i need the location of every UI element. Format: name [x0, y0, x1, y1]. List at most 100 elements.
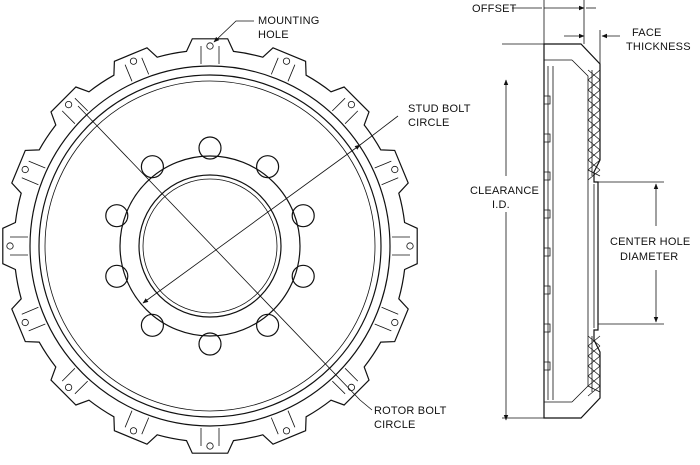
- lug-notch-line: [61, 110, 76, 124]
- mounting-hole: [406, 242, 414, 250]
- offset-label: OFFSET: [472, 3, 517, 15]
- face-thickness-label-line1: FACE: [632, 27, 662, 39]
- lug-notch-line: [28, 160, 46, 169]
- lug-notch-line: [374, 323, 392, 332]
- stud-hole: [140, 313, 164, 337]
- stud-hole: [256, 313, 280, 337]
- lug-notch-line: [344, 110, 359, 124]
- clearance-id-label: CLEARANCE I.D.: [470, 185, 539, 211]
- lug-notch-line: [124, 64, 133, 82]
- stud-hole: [105, 204, 129, 228]
- mounting-hole-label-line1: MOUNTING: [258, 15, 319, 27]
- lug-notch-line: [332, 97, 346, 112]
- lug-notch-line: [21, 306, 39, 315]
- stud-bolt-circle-label: STUD BOLT CIRCLE: [408, 103, 471, 129]
- face-inner-line: [591, 70, 595, 392]
- lug-notch-line: [381, 306, 399, 315]
- rotor-bolt-circle-label-line2: CIRCLE: [374, 419, 416, 431]
- mounting-hole: [391, 165, 399, 174]
- face-thickness-label: FACE THICKNESS: [626, 27, 691, 53]
- hatch-line: [587, 139, 601, 151]
- rotor-bolt-circle-label: ROTOR BOLT CIRCLE: [374, 405, 447, 431]
- outer-flange-outline: [2, 38, 418, 454]
- rotor-bolt-leader: [359, 399, 373, 411]
- hatch-line: [587, 355, 601, 367]
- lug-notch-line: [332, 380, 346, 395]
- lug-notch-line: [124, 410, 133, 428]
- stud-hole: [291, 204, 315, 228]
- hat-wall-lines: [544, 59, 589, 403]
- face-thickness-label-line2: THICKNESS: [626, 41, 691, 53]
- lug-notch-line: [270, 57, 279, 75]
- lug-notch-line: [74, 97, 88, 112]
- rotor-inner-ring: [44, 80, 376, 412]
- wall-ridges: [544, 95, 551, 371]
- mounting-hole: [21, 165, 29, 174]
- stud-bolt-diameter-line: [142, 144, 361, 304]
- mounting-hole: [347, 101, 355, 109]
- hatch-line: [587, 169, 601, 177]
- mounting-hole-label: MOUNTING HOLE: [258, 15, 319, 41]
- hatch-line: [587, 169, 601, 181]
- hatch-line: [587, 89, 601, 101]
- front-view: [2, 20, 418, 454]
- stud-hole: [105, 264, 129, 288]
- mounting-hole: [129, 57, 138, 65]
- center-hole-label-line2: DIAMETER: [620, 251, 678, 263]
- hatch-line: [587, 385, 601, 393]
- hatch-line: [587, 129, 601, 141]
- hatch-line: [587, 365, 601, 377]
- stud-holes: [105, 136, 315, 356]
- lug-notch-line: [28, 323, 46, 332]
- face-hatching: [587, 69, 601, 397]
- rotor-bolt-circle-ring: [38, 74, 382, 418]
- hatch-line: [587, 149, 601, 161]
- lug-notch-line: [381, 177, 399, 186]
- flange-inner-ring: [29, 65, 391, 427]
- center-hole-label-line1: CENTER HOLE: [610, 236, 690, 248]
- lug-notch-line: [61, 368, 76, 382]
- lug-notch-line: [287, 64, 296, 82]
- stud-hole: [140, 155, 164, 179]
- hatch-line: [587, 79, 601, 91]
- stud-hole: [256, 155, 280, 179]
- clearance-id-label-line1: CLEARANCE: [470, 185, 539, 197]
- mounting-hole: [21, 318, 29, 327]
- hatch-line: [587, 345, 601, 357]
- stud-hole: [198, 332, 222, 356]
- mounting-hole: [206, 442, 214, 450]
- stud-bolt-circle-label-line2: CIRCLE: [408, 117, 450, 129]
- mounting-hole: [282, 57, 291, 65]
- side-view: [502, 0, 664, 421]
- mounting-hole-label-line2: HOLE: [258, 29, 289, 41]
- lug-notch-line: [141, 417, 150, 435]
- hatch-line: [587, 335, 601, 347]
- mounting-hole: [282, 427, 291, 435]
- hatch-line: [587, 119, 601, 131]
- mounting-hole: [129, 427, 138, 435]
- lug-notch-line: [374, 160, 392, 169]
- center-hole-diameter-label: CENTER HOLE DIAMETER: [610, 236, 690, 263]
- lug-notch-line: [270, 417, 279, 435]
- mounting-hole: [206, 42, 214, 50]
- stud-bolt-leader: [359, 115, 399, 146]
- lug-notch-line: [287, 410, 296, 428]
- lug-notch-line: [21, 177, 39, 186]
- lug-notch-line: [141, 57, 150, 75]
- mounting-hole: [391, 318, 399, 327]
- stud-hole: [291, 264, 315, 288]
- clearance-id-label-line2: I.D.: [492, 199, 510, 211]
- stud-bolt-circle-label-line1: STUD BOLT: [408, 103, 471, 115]
- rotor-bolt-circle-label-line1: ROTOR BOLT: [374, 405, 447, 417]
- lug-notch-line: [74, 380, 88, 395]
- mounting-hole: [6, 242, 14, 250]
- hatch-line: [587, 99, 601, 111]
- mounting-hole: [347, 383, 355, 391]
- mounting-hole: [65, 383, 73, 391]
- lug-notch-line: [344, 368, 359, 382]
- hatch-line: [587, 385, 601, 397]
- mounting-hole-leader: [213, 20, 254, 43]
- hatch-line: [587, 159, 601, 171]
